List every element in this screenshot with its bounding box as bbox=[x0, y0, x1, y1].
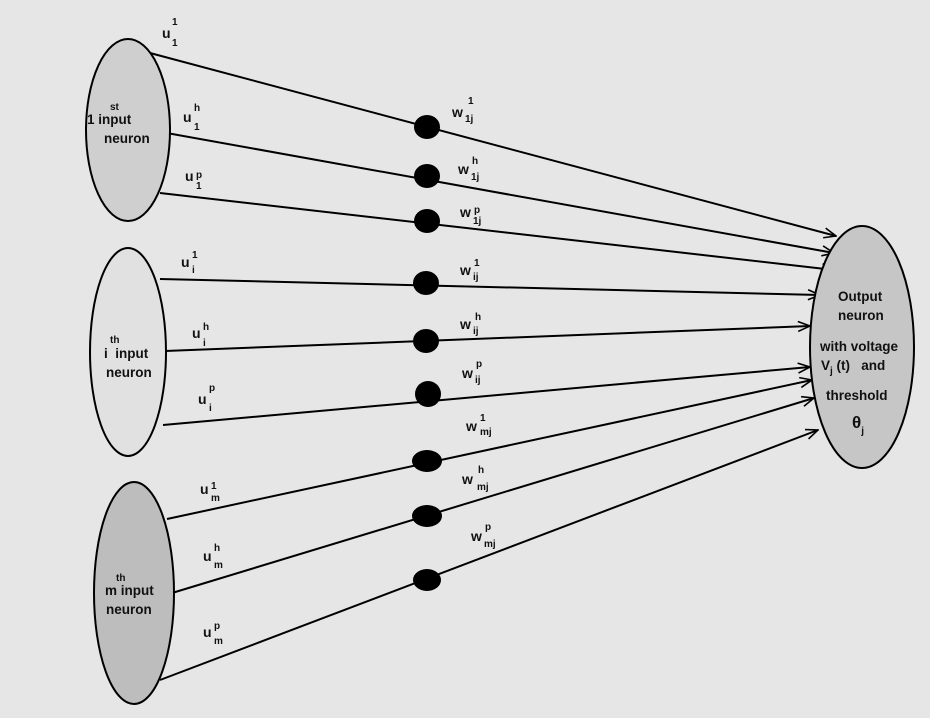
synapse-wmjp bbox=[413, 569, 441, 591]
synapse-w1jh bbox=[414, 164, 440, 188]
synapse-w1j1 bbox=[414, 115, 440, 139]
output-neuron bbox=[809, 225, 915, 469]
connection-uip bbox=[162, 367, 810, 426]
synapse-wmj1 bbox=[412, 450, 442, 472]
output-neuron-voltage: Vj (t) and bbox=[821, 358, 885, 377]
connection-umh bbox=[171, 398, 814, 594]
ith-input-neuron bbox=[89, 247, 167, 457]
connection-ui1 bbox=[159, 278, 820, 295]
synapse-w1jp bbox=[414, 209, 440, 233]
output-neuron-line2: neuron bbox=[838, 308, 884, 323]
connection-u1p bbox=[159, 192, 834, 270]
ith-neuron-label-line1: i input bbox=[104, 346, 149, 361]
first-input-neuron bbox=[85, 38, 171, 222]
synapse-wmjh bbox=[412, 505, 442, 527]
connection-u1h bbox=[149, 129, 834, 253]
mth-input-neuron bbox=[93, 481, 175, 705]
synapse-wijh bbox=[413, 329, 439, 353]
synapse-wij1 bbox=[413, 271, 439, 295]
output-neuron-threshold: θj bbox=[852, 413, 864, 437]
first-neuron-superscript: st bbox=[110, 102, 120, 113]
connections bbox=[149, 52, 836, 681]
output-neuron-line1: Output bbox=[838, 289, 883, 304]
connection-um1 bbox=[166, 380, 812, 520]
synapse-wijp bbox=[415, 381, 441, 407]
connection-u11 bbox=[149, 52, 836, 236]
mth-neuron-label-line2: neuron bbox=[106, 602, 152, 617]
connection-uih bbox=[164, 326, 810, 352]
synapses bbox=[412, 115, 442, 591]
ith-neuron-superscript: th bbox=[110, 335, 119, 346]
first-neuron-label-line1: 1 input bbox=[87, 112, 132, 127]
connection-ump bbox=[159, 430, 818, 681]
mth-neuron-superscript: th bbox=[116, 573, 125, 584]
first-neuron-label-line2: neuron bbox=[104, 131, 150, 146]
output-neuron-line3: with voltage bbox=[819, 339, 898, 354]
ith-neuron-label-line2: neuron bbox=[106, 365, 152, 380]
mth-neuron-label-line1: m input bbox=[105, 583, 154, 598]
output-neuron-line5: threshold bbox=[826, 388, 888, 403]
